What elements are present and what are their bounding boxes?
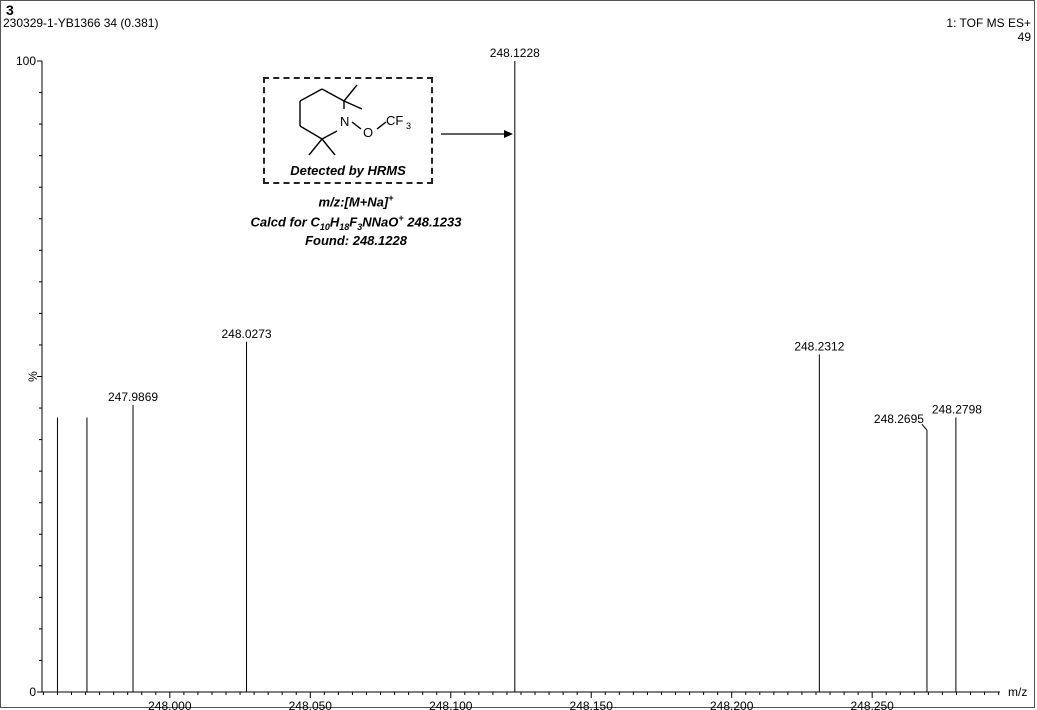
pointer-arrow (441, 130, 513, 138)
ion-formula: m/z:[M+Na]+ (201, 193, 511, 209)
tempo-cf3-structure: N O CF 3 (299, 84, 411, 156)
cf3-subscript: 3 (406, 121, 411, 131)
nitrogen-atom: N (340, 114, 349, 129)
hydrogen-count: 18 (339, 221, 350, 232)
x-tick-label: 248.050 (289, 699, 333, 710)
x-tick-label: 248.000 (148, 699, 192, 710)
peaks: 247.9869 248.0273 248.1228 248.2312 248.2695… (56, 46, 982, 692)
x-tick-label: 248.200 (710, 699, 754, 710)
detected-caption: Detected by HRMS (290, 163, 406, 178)
x-tick-label: 248.100 (429, 699, 473, 710)
y-axis-label: % (26, 371, 40, 382)
hydrogen-label: H (329, 214, 340, 230)
calcd-prefix: Calcd for C (250, 214, 320, 230)
axes: 0 100% 248.000 248.050 248.100 248.150 248.200… (16, 54, 1027, 710)
cf3-group: CF (386, 113, 403, 128)
formula-tail: NNaO (362, 214, 399, 230)
peak-label: 247.9869 (108, 390, 158, 404)
peak-label: 248.2798 (932, 403, 982, 417)
scan-mode: 1: TOF MS ES+ (946, 16, 1031, 30)
fluorine-label: F (349, 214, 358, 230)
peak-label: 248.0273 (221, 327, 271, 341)
x-tick-label: 248.250 (850, 699, 894, 710)
formula-charge: + (398, 213, 404, 223)
x-axis-label: m/z (1008, 685, 1027, 699)
oxygen-atom: O (363, 125, 373, 140)
structure-box: N O CF 3 Detected by HRMS (263, 77, 433, 184)
intensity-max: 49 (1017, 30, 1031, 44)
found-value: Found: 248.1228 (305, 233, 407, 248)
ion-charge: + (388, 193, 394, 203)
calcd-formula: Calcd for C10H18F3NNaO+ 248.1233 (201, 213, 511, 232)
peak-label: 248.2695 (874, 412, 924, 426)
x-tick-label: 248.150 (570, 699, 614, 710)
spectrum-id: 3 (6, 2, 14, 18)
ion-text: m/z:[M+Na] (318, 194, 389, 210)
y-tick-label: 0 (29, 685, 36, 699)
peak-label: 248.2312 (794, 339, 844, 353)
y-tick-label: 100 (16, 54, 36, 68)
calcd-value: 248.1233 (403, 214, 462, 230)
peak-label: 248.1228 (490, 46, 540, 60)
fluorine-count: 3 (357, 221, 363, 232)
peak-leader (921, 423, 928, 431)
sample-name: 230329-1-YB1366 34 (0.381) (3, 16, 159, 30)
carbon-count: 10 (319, 221, 330, 232)
